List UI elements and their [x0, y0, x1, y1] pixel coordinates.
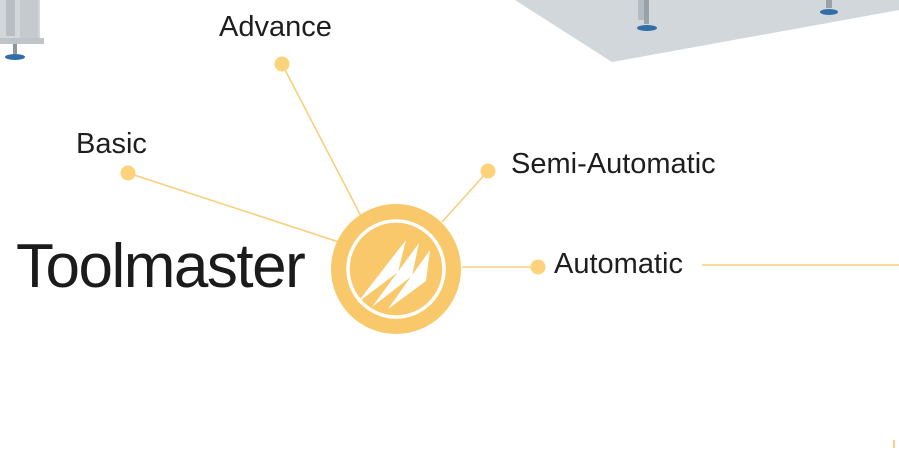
connector-advance [281, 63, 363, 219]
branch-label-advance: Advance [219, 11, 332, 43]
machine-photo-left [0, 0, 44, 60]
connector-lines [127, 63, 899, 268]
node-dot-semi-automatic [480, 163, 496, 179]
connector-basic [127, 172, 346, 245]
node-dot-basic [120, 165, 136, 181]
corner-mark [893, 440, 895, 448]
branch-label-basic: Basic [76, 128, 147, 160]
node-dot-advance [274, 56, 290, 72]
diagram-title: Toolmaster [16, 232, 306, 301]
branch-label-semi-automatic: Semi-Automatic [511, 148, 716, 180]
connector-semi-automatic [441, 170, 489, 223]
toolmaster-logo-icon [331, 204, 461, 334]
connector-dots [120, 56, 546, 275]
branch-label-automatic: Automatic [554, 248, 683, 280]
node-dot-automatic [530, 259, 546, 275]
machine-photo-right [515, 0, 899, 62]
